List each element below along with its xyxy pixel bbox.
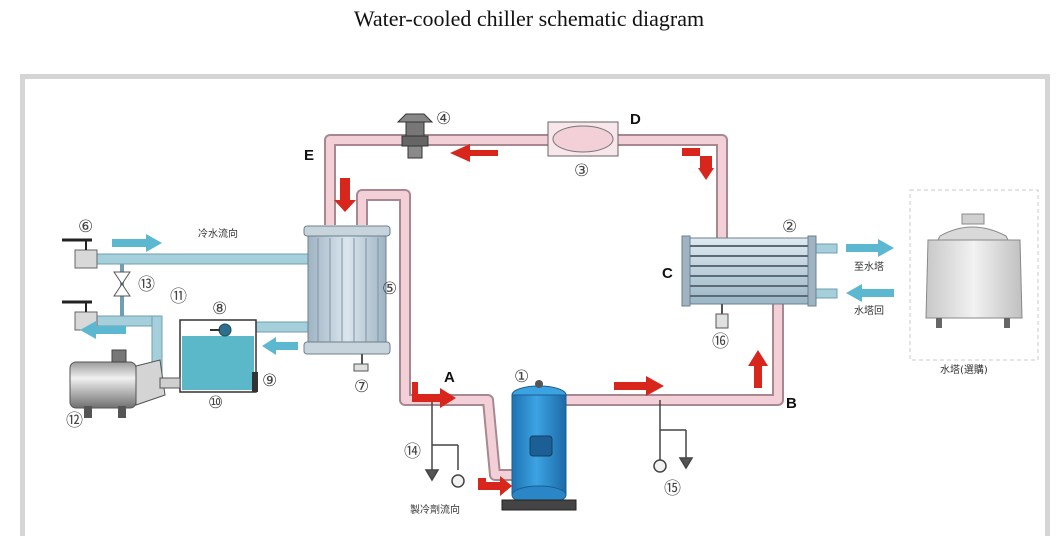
chilled-water-direction-label: 冷水流向 [198,227,238,240]
component-number-5: ⑤ [382,279,397,299]
component-number-6: ⑥ [78,217,93,237]
point-label-c: C [662,265,673,282]
cooling-tower-label: 水塔(選購) [940,363,988,376]
component-number-3: ③ [574,161,589,181]
water-outlet-valve [62,238,98,269]
component-number-11: ⑪ [170,287,187,307]
refrigerant-direction-label: 製冷劑流向 [410,503,460,516]
component-number-15: ⑮ [664,479,681,499]
component-number-14: ⑭ [404,442,421,462]
point-label-e: E [304,147,314,164]
to-tower-label: 至水塔 [854,260,884,273]
component-number-7: ⑦ [354,377,369,397]
component-number-12: ⑫ [66,411,83,431]
component-number-4: ④ [436,109,451,129]
point-label-a: A [444,369,455,386]
evaporator [303,225,391,372]
compressor [501,380,577,511]
point-label-b: B [786,395,797,412]
component-number-2: ② [782,217,797,237]
refrigerant-loop [324,134,784,481]
low-pressure-gauge-assembly [424,400,465,488]
tower-return-label: 水塔回 [854,304,884,317]
point-label-d: D [630,111,641,128]
expansion-valve [396,113,434,159]
component-number-8: ⑧ [212,299,227,319]
component-number-9: ⑨ [262,371,277,391]
water-tank [179,319,258,393]
filter-dryer [547,121,619,157]
component-number-16: ⑯ [712,332,729,352]
cooling-tower [909,189,1039,361]
component-number-10: ⑩ [208,393,223,413]
bypass-valve [113,264,131,316]
water-pump [69,349,181,418]
water-flow-arrows [80,234,894,355]
component-number-1: ① [514,367,529,387]
condenser [681,235,817,329]
refrigerant-flow-arrows [334,144,768,496]
diagram-title: Water-cooled chiller schematic diagram [353,6,705,31]
component-number-13: ⑬ [138,275,155,295]
high-pressure-gauge-assembly [653,400,694,473]
